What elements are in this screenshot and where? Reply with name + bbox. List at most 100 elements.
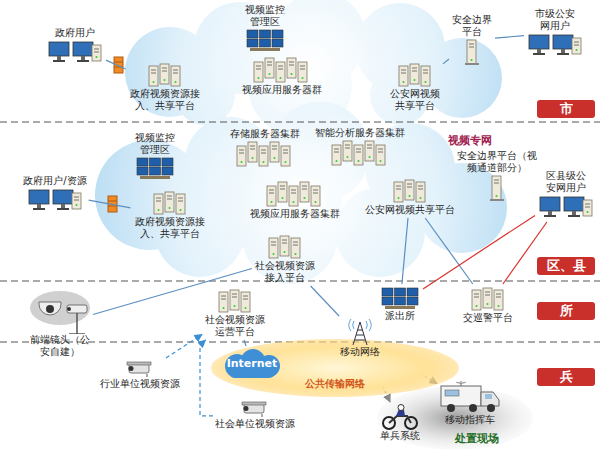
wall-icon — [134, 156, 176, 180]
node-label: 公共传输网络 — [305, 378, 365, 390]
level-divider — [0, 122, 600, 342]
device-node: 政府视频资源接入、共享平台 — [133, 190, 208, 240]
device-node: 社会视频资源接入平台 — [254, 234, 316, 284]
connector — [244, 340, 246, 346]
bike-icon — [381, 404, 419, 430]
node-label: 行业单位视频资源 — [100, 378, 180, 390]
node-label: 区县级公安网用户 — [544, 170, 589, 194]
district-cloud — [95, 102, 507, 284]
servers-icon — [267, 234, 303, 260]
node-label: 单兵系统 — [380, 430, 420, 442]
wall-icon — [379, 286, 421, 310]
level-name: 区、县 — [547, 257, 586, 275]
node-label: 政府用户 — [55, 27, 95, 39]
connector — [200, 340, 213, 416]
connector — [89, 200, 131, 208]
servers-icon — [217, 288, 253, 314]
servers-icon — [470, 286, 506, 312]
level-name: 市 — [560, 100, 573, 118]
device-node: 视频应用服务器群 — [242, 56, 322, 96]
node-label: 社会视频资源接入平台 — [254, 260, 316, 284]
cluster-icon — [331, 139, 389, 167]
connector — [166, 335, 202, 359]
cluster-icon — [253, 56, 311, 84]
node-label: 安全边界平台（视频通道部分） — [455, 150, 539, 174]
servers-icon — [147, 62, 183, 88]
node-label: 社会视频资源运营平台 — [204, 314, 266, 338]
connector — [425, 218, 473, 284]
firewall-icon — [108, 57, 123, 212]
device-node: 安全边界平台（视频通道部分） — [455, 150, 539, 202]
connector — [106, 60, 126, 69]
level-name: 所 — [560, 302, 573, 320]
level-tab: 区、县 — [537, 257, 595, 275]
pcs-icon — [46, 39, 104, 65]
scene-blob — [377, 386, 533, 450]
node-label: 视频应用服务器集群 — [250, 208, 340, 220]
pcs-icon — [526, 32, 584, 58]
network-ellipse: 公共传输网络 Internet 移动网络 — [210, 338, 460, 398]
device-node: 视频应用服务器集群 — [250, 180, 340, 220]
device-node: 政府用户 — [46, 27, 104, 65]
node-label: 移动网络 — [340, 346, 380, 358]
device-node: 交巡警平台 — [463, 286, 513, 324]
servers-icon — [397, 62, 433, 88]
device-node: 前端镜头（公安自建） — [29, 290, 91, 358]
device-node: 市级公安网用户 — [526, 8, 584, 58]
connector — [443, 59, 449, 64]
server-icon — [461, 38, 483, 66]
node-label: 公安网视频共享平台 — [389, 88, 441, 112]
device-node: 社会视频资源运营平台 — [204, 288, 266, 338]
cams-icon — [29, 290, 91, 334]
connector — [495, 36, 524, 39]
node-label: 派出所 — [385, 310, 415, 322]
device-node: 区县级公安网用户 — [537, 170, 595, 220]
connector — [93, 269, 252, 315]
wall-icon — [244, 28, 286, 52]
camera-icon — [125, 360, 155, 378]
servers-icon — [392, 178, 428, 204]
node-label: 交巡警平台 — [463, 312, 513, 324]
device-node: 单兵系统 — [380, 404, 420, 442]
node-label: 市级公安网用户 — [533, 8, 578, 32]
device-node: 政府视频资源接入、共享平台 — [128, 62, 203, 112]
server-icon — [486, 174, 508, 202]
node-label: 政府视频资源接入、共享平台 — [133, 216, 208, 240]
node-label: 政府视频资源接入、共享平台 — [128, 88, 203, 112]
region-note: 视频专网 — [448, 134, 492, 147]
pcs-icon — [537, 194, 595, 220]
device-node: 视频监控管理区 — [133, 132, 178, 180]
node-label: 视频监控管理区 — [243, 4, 288, 28]
cluster-icon — [266, 180, 324, 208]
device-node: 安全边界平台 — [451, 14, 493, 66]
internet-cloud: Internet — [217, 348, 287, 380]
connector — [423, 215, 535, 289]
node-label: 存储服务器集群 — [230, 128, 300, 140]
camera-icon — [240, 400, 270, 418]
region-note: 处置现场 — [455, 432, 499, 445]
device-node: 移动指挥车 — [439, 380, 501, 426]
device-node: 社会单位视频资源 — [215, 400, 295, 430]
device-node: 智能分析服务器集群 — [315, 127, 405, 167]
device-node: 行业单位视频资源 — [100, 360, 180, 390]
node-label: 公安网视频共享平台 — [365, 204, 455, 216]
device-node: 移动网络 — [340, 318, 380, 358]
level-tab: 兵 — [537, 368, 595, 386]
node-label: 社会单位视频资源 — [215, 418, 295, 430]
tower-icon — [348, 318, 372, 346]
node-label: 安全边界平台 — [451, 14, 493, 38]
device-node: 派出所 — [379, 286, 421, 322]
connector — [311, 286, 340, 316]
level-tab: 市 — [537, 100, 595, 118]
node-label: 前端镜头（公安自建） — [29, 334, 91, 358]
device-node: 公安网视频共享平台 — [389, 62, 441, 112]
node-label: 智能分析服务器集群 — [315, 127, 405, 139]
servers-icon — [152, 190, 188, 216]
level-name: 兵 — [560, 368, 573, 386]
level-tab: 所 — [537, 302, 595, 320]
pcs-icon — [26, 187, 84, 213]
node-label: Internet — [227, 358, 278, 370]
device-node: 政府用户/资源 — [23, 175, 86, 213]
